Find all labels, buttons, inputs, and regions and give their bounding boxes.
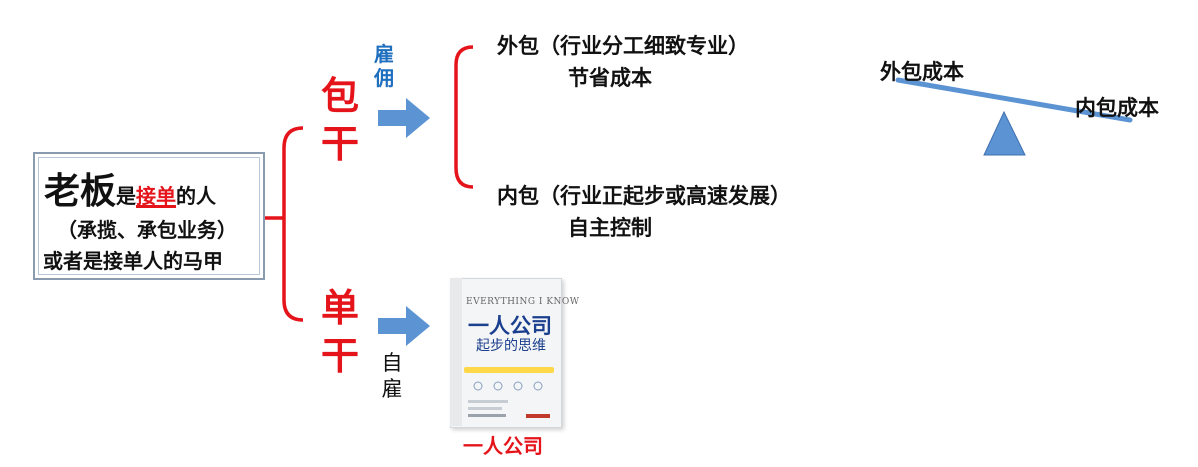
lower-label-char-2: 干 — [320, 334, 359, 378]
upper-arrow-char-2: 佣 — [374, 66, 394, 90]
boss-headline: 老板是接单的人 — [44, 162, 216, 214]
balance-beam — [895, 77, 1133, 123]
insource-title: 内包（行业正起步或高速发展） — [497, 184, 791, 208]
boss-is: 是 — [116, 184, 137, 208]
upper-label-char-1: 包 — [320, 74, 359, 118]
insource-detail: 自主控制 — [568, 216, 652, 240]
arrow-upper — [378, 98, 430, 138]
book-subtitle: 起步的思维 — [476, 338, 546, 354]
boss-taker: 接单 — [136, 184, 177, 208]
outsource-title: 外包（行业分工细致专业） — [497, 34, 749, 58]
lower-label-char-1: 单 — [320, 286, 359, 330]
lower-arrow-char-1: 自 — [381, 351, 403, 375]
boss-line3: 或者是接单人的马甲 — [43, 249, 223, 273]
arrow-lower — [378, 306, 430, 346]
boss-of-person: 的人 — [176, 184, 217, 208]
upper-label-char-2: 干 — [320, 122, 359, 166]
balance-left-label: 外包成本 — [880, 60, 964, 84]
boss-word: 老板 — [44, 171, 117, 212]
boss-line2: （承揽、承包业务） — [57, 218, 237, 242]
book-title: 一人公司 — [468, 314, 552, 338]
boss-box — [33, 152, 265, 280]
book-icons — [473, 381, 543, 391]
book-caption: 一人公司 — [463, 434, 543, 458]
outsource-detail: 节省成本 — [568, 66, 652, 90]
book-spine — [450, 278, 462, 426]
balance-fulcrum — [983, 110, 1026, 156]
book-english-title: EVERYTHING I KNOW — [466, 297, 580, 307]
book-fine-print — [468, 400, 550, 418]
right-bracket — [454, 45, 474, 189]
book-band — [464, 367, 554, 373]
left-bracket — [262, 126, 304, 322]
upper-arrow-char-1: 雇 — [374, 42, 394, 66]
lower-arrow-char-2: 雇 — [381, 377, 403, 401]
balance-right-label: 内包成本 — [1075, 96, 1159, 120]
